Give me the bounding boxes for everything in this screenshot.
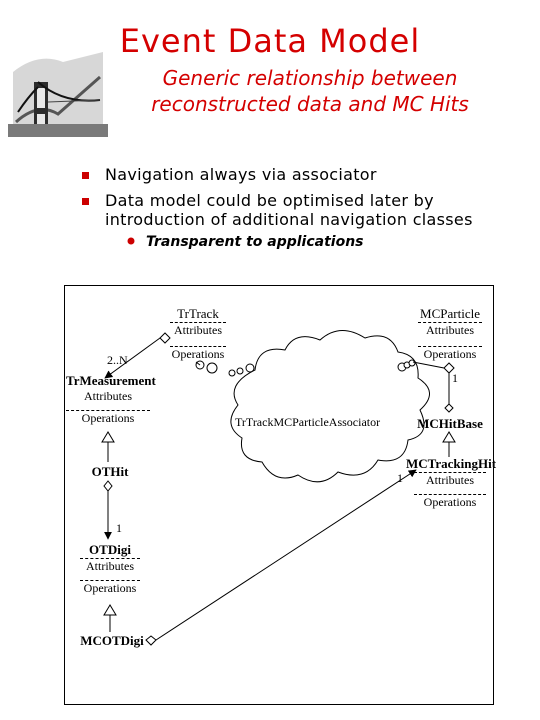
class-name: TrMeasurement (66, 373, 156, 388)
class-attributes: Attributes (84, 389, 132, 403)
inheritance-triangle (103, 604, 117, 616)
class-name: TrTrack (177, 306, 219, 321)
multiplicity-label: 2..N (107, 353, 128, 367)
inheritance-triangle (101, 431, 115, 443)
class-mchitbase: MCHitBase (416, 416, 484, 432)
sub-bullet-marker (127, 237, 135, 245)
slide-title: Event Data Model (119, 22, 421, 60)
sub-bullet-text: Transparent to applications (146, 234, 364, 250)
class-mcparticle: MCParticle Attributes Operations (418, 306, 482, 362)
class-name: MCTrackingHit (406, 456, 497, 471)
associator-label: TrTrackMCParticleAssociator (235, 415, 381, 429)
class-mcotdigi: MCOTDigi (80, 633, 144, 649)
class-trtrack: TrTrack Attributes Operations (170, 306, 226, 362)
class-attributes: Attributes (418, 322, 482, 338)
class-attributes: Attributes (170, 322, 226, 338)
multiplicity-label: 1 (452, 371, 458, 385)
class-name: OTDigi (89, 542, 131, 557)
class-name: MCParticle (420, 306, 480, 321)
associator-cloud (230, 330, 430, 483)
aggregation-diamond (444, 403, 454, 413)
cloud-bubble (236, 367, 244, 375)
aggregation-diamond (145, 635, 157, 646)
cloud-bubble (228, 369, 236, 377)
class-name: OTHit (91, 464, 129, 479)
class-operations: Operations (414, 494, 486, 510)
bullet-marker (82, 172, 89, 179)
class-name: MCOTDigi (80, 633, 144, 648)
aggregation-diamond (103, 480, 113, 492)
class-operations: Operations (170, 346, 226, 361)
class-othit: OTHit (82, 464, 138, 480)
bullet-text: Navigation always via associator (105, 165, 377, 184)
slide-subtitle-line1: Generic relationship between (162, 66, 458, 90)
slide-subtitle-line2: reconstructed data and MC Hits (151, 92, 469, 116)
class-operations: Operations (418, 346, 482, 362)
class-attributes: Attributes (414, 472, 486, 488)
cloud-bubble (245, 363, 255, 373)
aggregation-diamond (159, 332, 171, 344)
class-trmeasurement: TrMeasurement Attributes Operations (66, 373, 156, 426)
class-otdigi: OTDigi Attributes Operations (80, 542, 140, 596)
cloud-bubble (408, 359, 416, 367)
trtrack-trmeasurement-link (104, 337, 161, 379)
multiplicity-label: 1 (397, 471, 403, 485)
multiplicity-label: 1 (116, 521, 122, 535)
class-attributes: Attributes (80, 558, 140, 574)
inheritance-triangle (442, 431, 456, 443)
bullet-text: introduction of additional navigation cl… (105, 210, 473, 229)
bridge-logo-icon (8, 42, 108, 137)
bullet-marker (82, 198, 89, 205)
class-operations: Operations (80, 580, 140, 596)
mcotdigi-mctrackinghit-link (155, 469, 417, 641)
class-mctrackinghit: MCTrackingHit Attributes Operations (406, 456, 497, 510)
uml-diagram-frame (64, 285, 494, 705)
class-operations: Operations (66, 410, 150, 426)
bullet-text: Data model could be optimised later by (105, 191, 434, 210)
trtrack-associator-link (195, 361, 201, 366)
class-name: MCHitBase (417, 416, 483, 431)
mcparticle-associator-link (412, 361, 445, 369)
cloud-bubble (206, 362, 218, 374)
